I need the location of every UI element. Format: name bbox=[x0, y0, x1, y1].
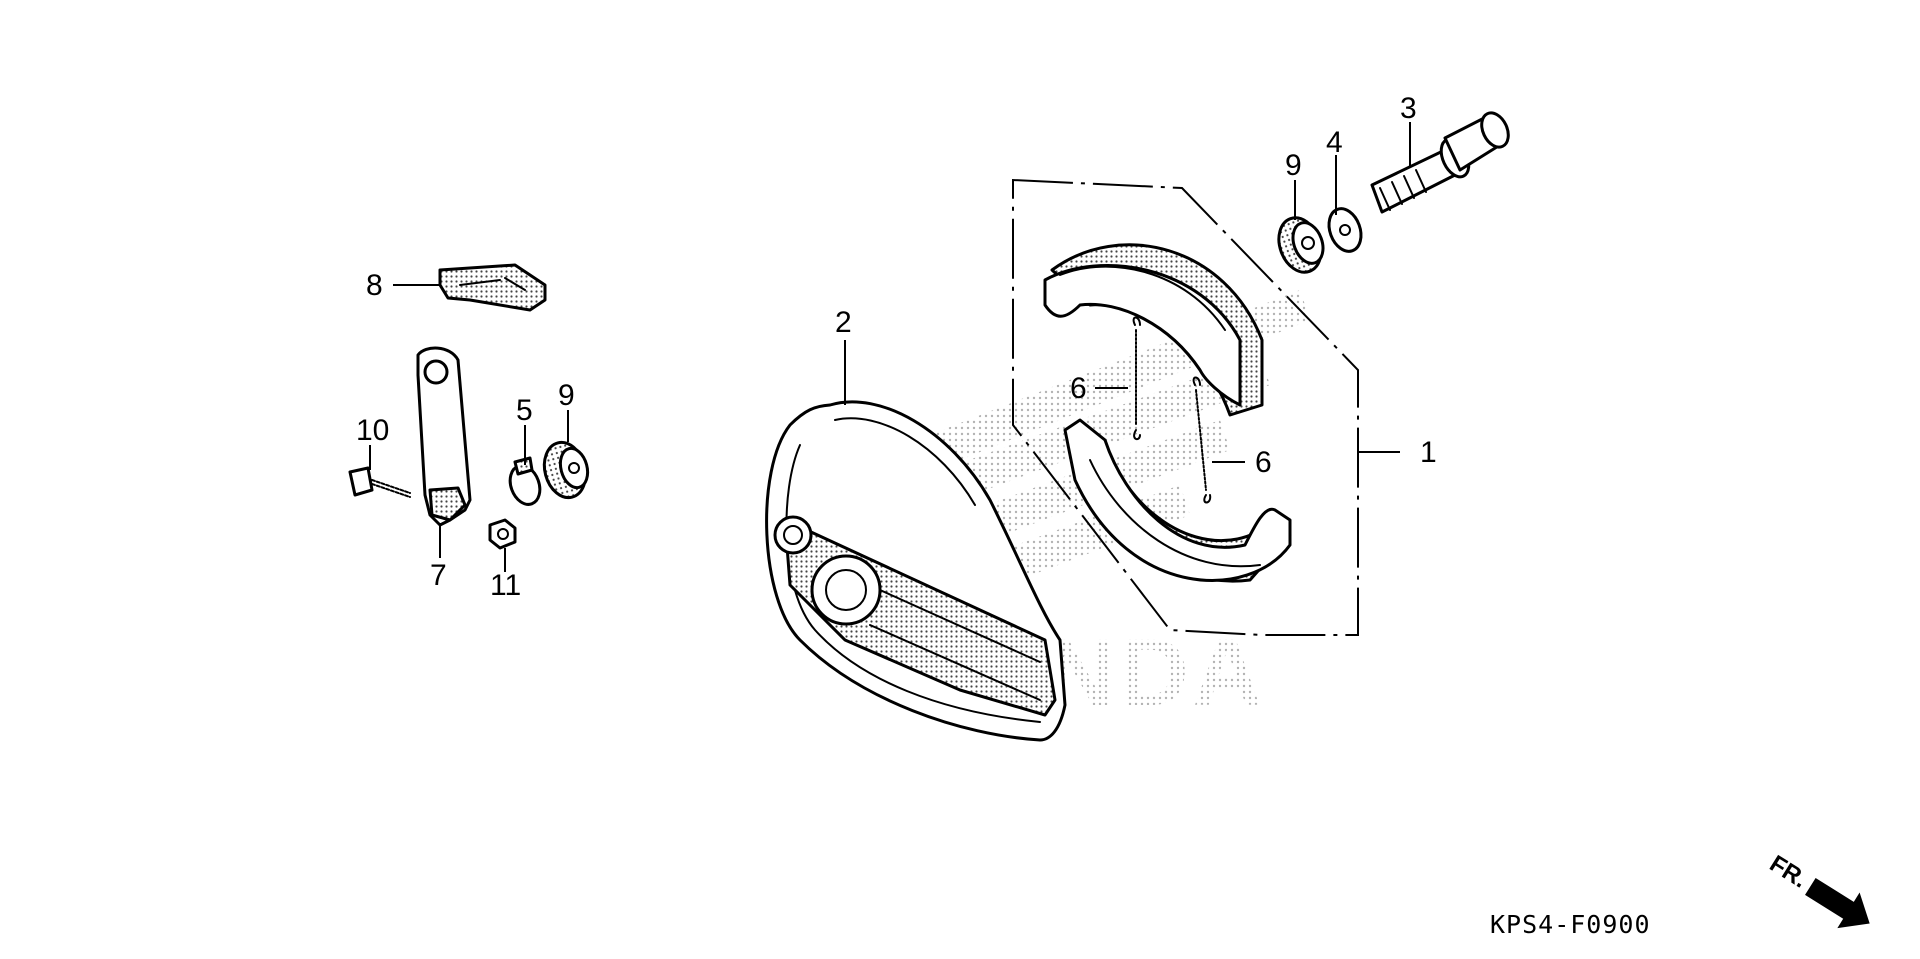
seal-part-9-left bbox=[542, 440, 590, 500]
brake-shoe-lower-part bbox=[1063, 418, 1292, 583]
bolt-part bbox=[348, 466, 411, 498]
callout-9a: 9 bbox=[1285, 149, 1302, 182]
brake-cam-part bbox=[1370, 111, 1510, 214]
nut-part bbox=[488, 518, 517, 550]
callout-6b: 6 bbox=[1255, 446, 1272, 479]
direction-label: FR. bbox=[1765, 850, 1812, 893]
callout-labels: 1 2 3 4 5 6 6 7 8 9 9 10 11 bbox=[356, 92, 1437, 602]
front-direction-indicator: FR. bbox=[1765, 850, 1870, 929]
indicator-plate-part bbox=[438, 263, 547, 312]
washer-part-5 bbox=[508, 456, 542, 506]
callout-1: 1 bbox=[1420, 436, 1437, 469]
brake-shoe-upper-part bbox=[1043, 243, 1264, 417]
callout-6a: 6 bbox=[1070, 372, 1087, 405]
brake-arm-part bbox=[416, 346, 472, 527]
washer-part-4 bbox=[1327, 207, 1363, 253]
spring-right-part bbox=[1192, 376, 1212, 504]
callout-4: 4 bbox=[1326, 126, 1343, 159]
callout-2: 2 bbox=[835, 306, 852, 339]
seal-part-9-right bbox=[1277, 216, 1325, 274]
callout-3: 3 bbox=[1400, 92, 1417, 125]
callout-8: 8 bbox=[366, 269, 383, 302]
brake-shoe-assembly-outline bbox=[1012, 178, 1359, 636]
leader-lines bbox=[369, 122, 1411, 572]
callout-11: 11 bbox=[490, 569, 521, 602]
diagram-code-label: KPS4-F0900 bbox=[1490, 910, 1651, 939]
brake-panel-part bbox=[765, 400, 1067, 742]
callout-5: 5 bbox=[516, 394, 533, 427]
front-arrow-icon bbox=[1805, 877, 1870, 929]
callout-10: 10 bbox=[356, 414, 389, 447]
callout-7: 7 bbox=[430, 559, 447, 592]
callout-9b: 9 bbox=[558, 379, 575, 412]
spring-left-part bbox=[1132, 316, 1141, 441]
